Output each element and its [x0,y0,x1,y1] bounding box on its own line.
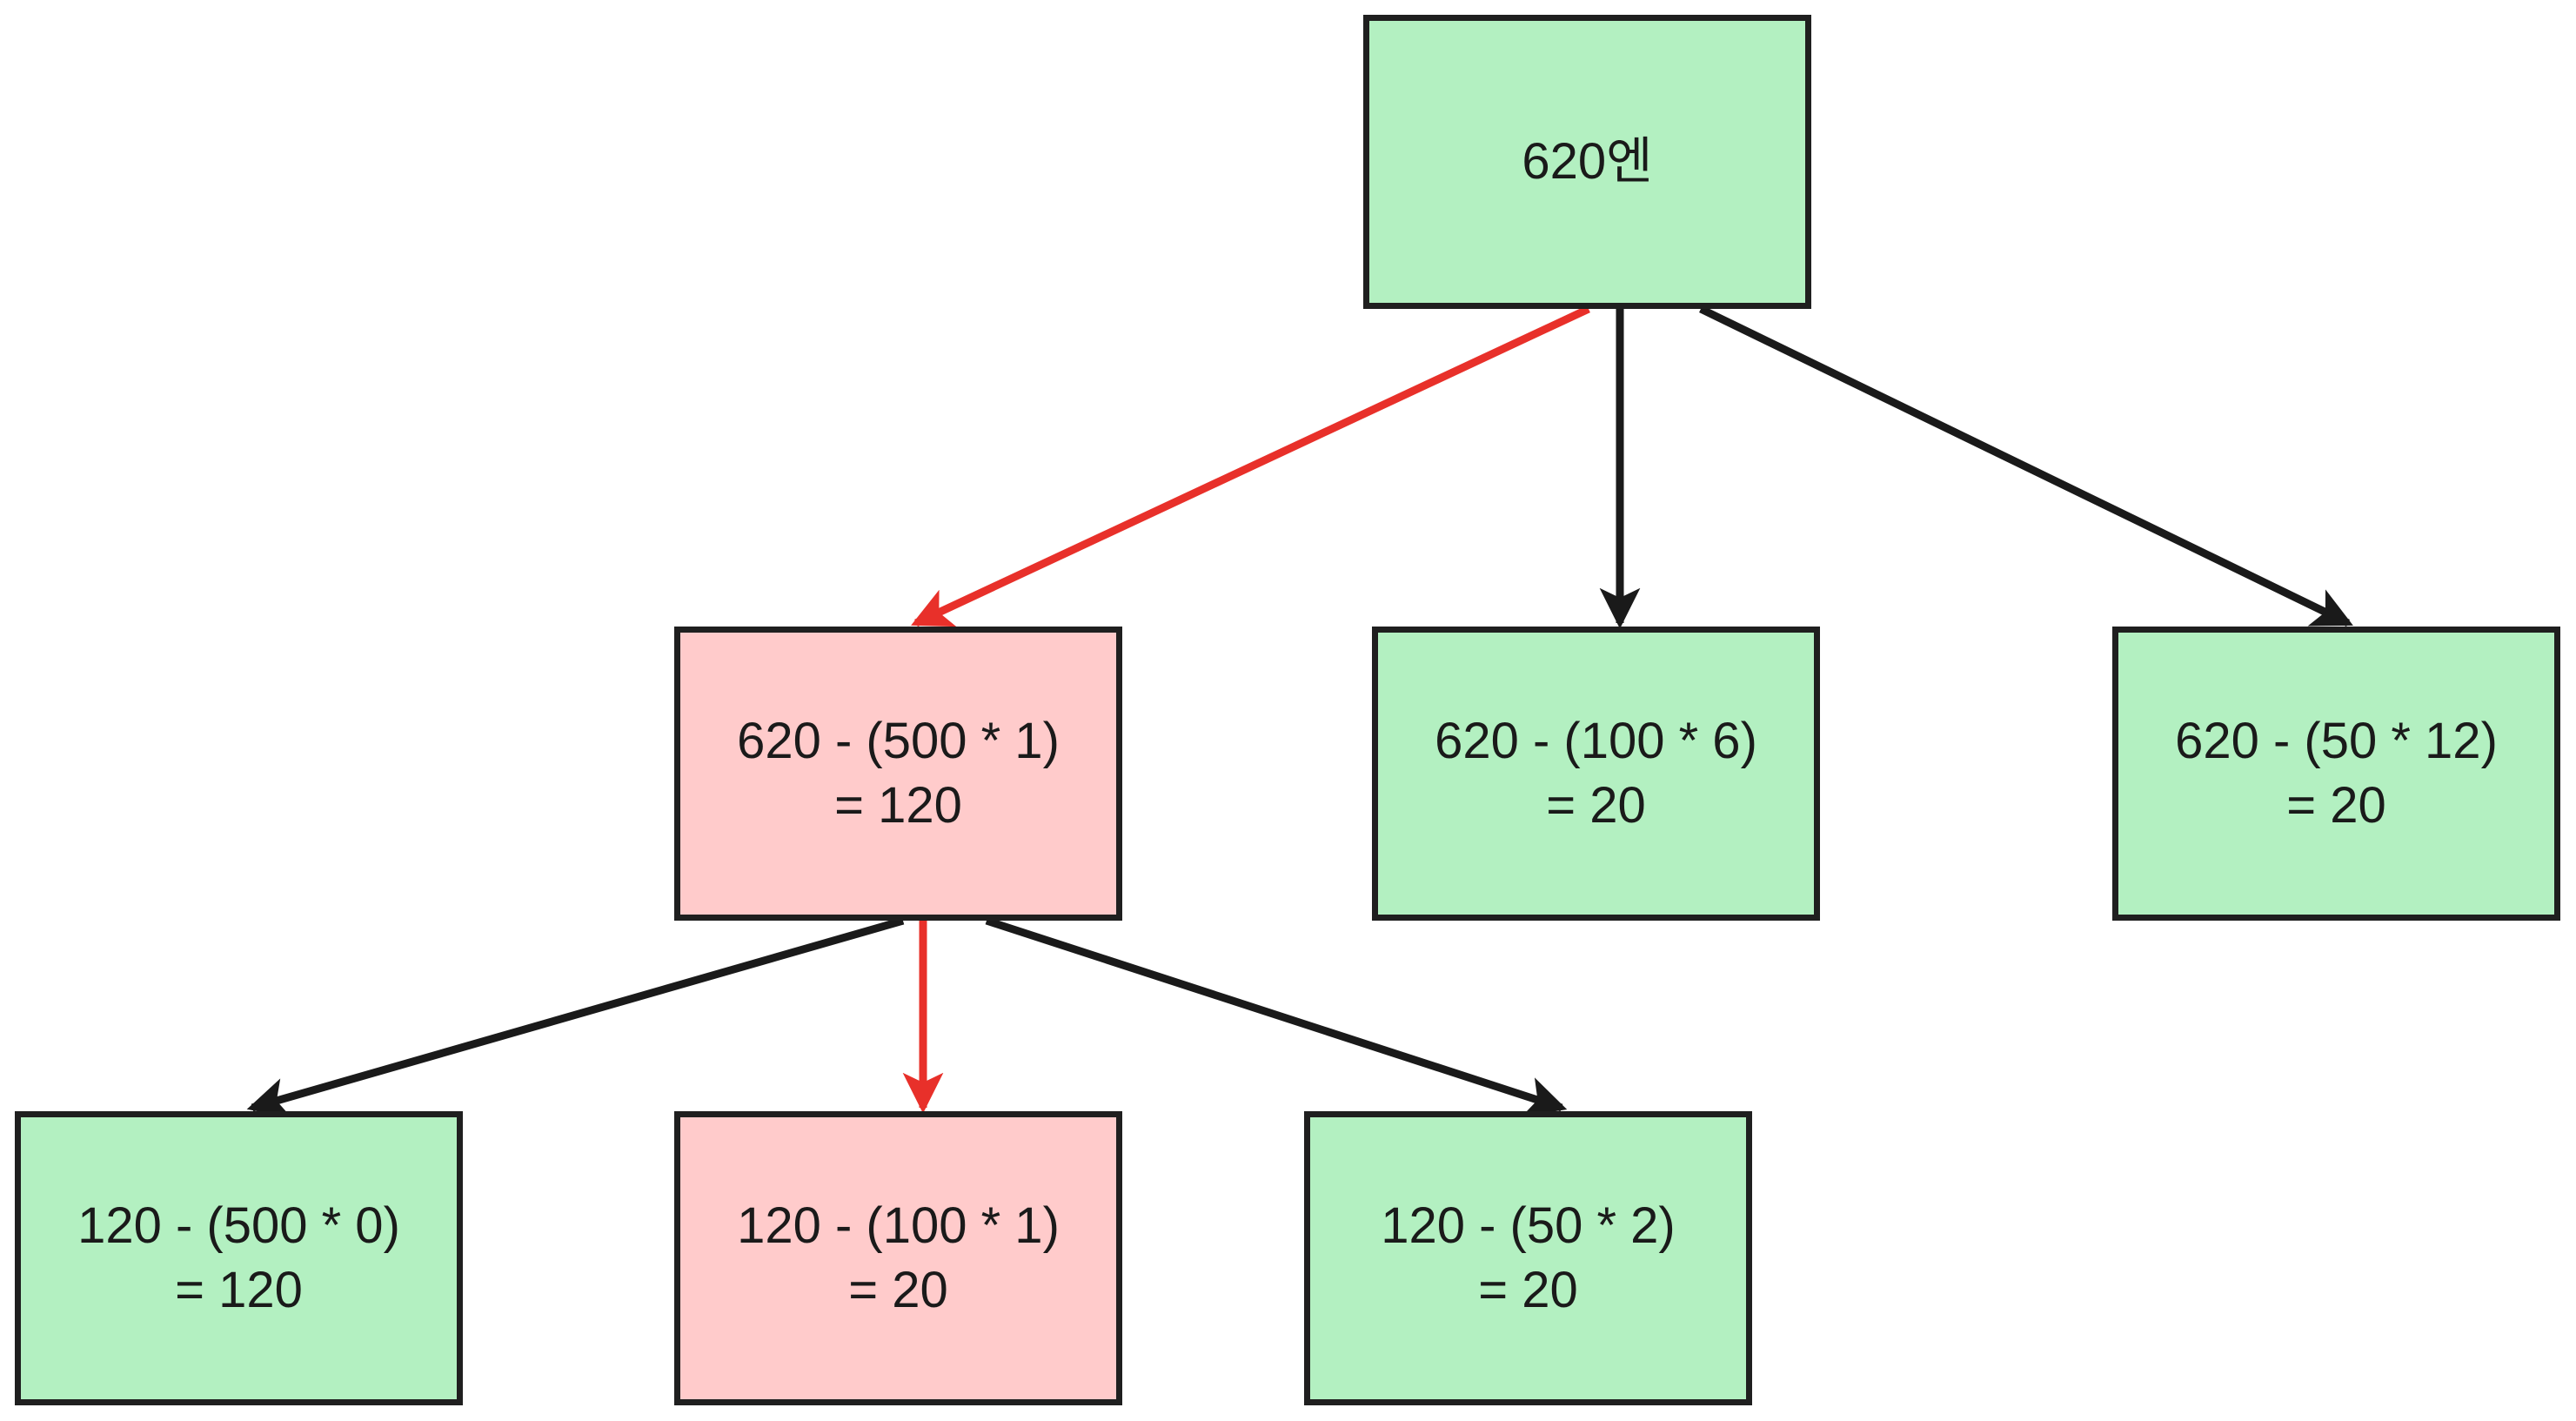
tree-node-root[interactable]: 620엔 [1363,15,1811,309]
tree-node-label: 120 - (50 * 2) = 20 [1381,1196,1676,1318]
tree-node-label: 120 - (100 * 1) = 20 [737,1196,1060,1318]
tree-node-n1[interactable]: 620 - (500 * 1) = 120 [674,627,1122,921]
tree-node-n4[interactable]: 120 - (500 * 0) = 120 [15,1111,463,1405]
tree-node-n6[interactable]: 120 - (50 * 2) = 20 [1304,1111,1752,1405]
tree-node-label: 620 - (100 * 6) = 20 [1435,712,1757,834]
tree-node-n3[interactable]: 620 - (50 * 12) = 20 [2112,627,2560,921]
tree-edge-e3 [1699,305,2353,627]
tree-edge-e6 [985,916,1568,1116]
tree-node-label: 120 - (500 * 0) = 120 [77,1196,400,1318]
tree-node-label: 620엔 [1522,132,1653,190]
tree-node-n5[interactable]: 120 - (100 * 1) = 20 [674,1111,1122,1405]
tree-edge-e4 [246,916,905,1118]
tree-node-label: 620 - (50 * 12) = 20 [2175,712,2498,834]
tree-edge-e1 [911,305,1590,627]
tree-node-label: 620 - (500 * 1) = 120 [737,712,1060,834]
tree-node-n2[interactable]: 620 - (100 * 6) = 20 [1372,627,1820,921]
